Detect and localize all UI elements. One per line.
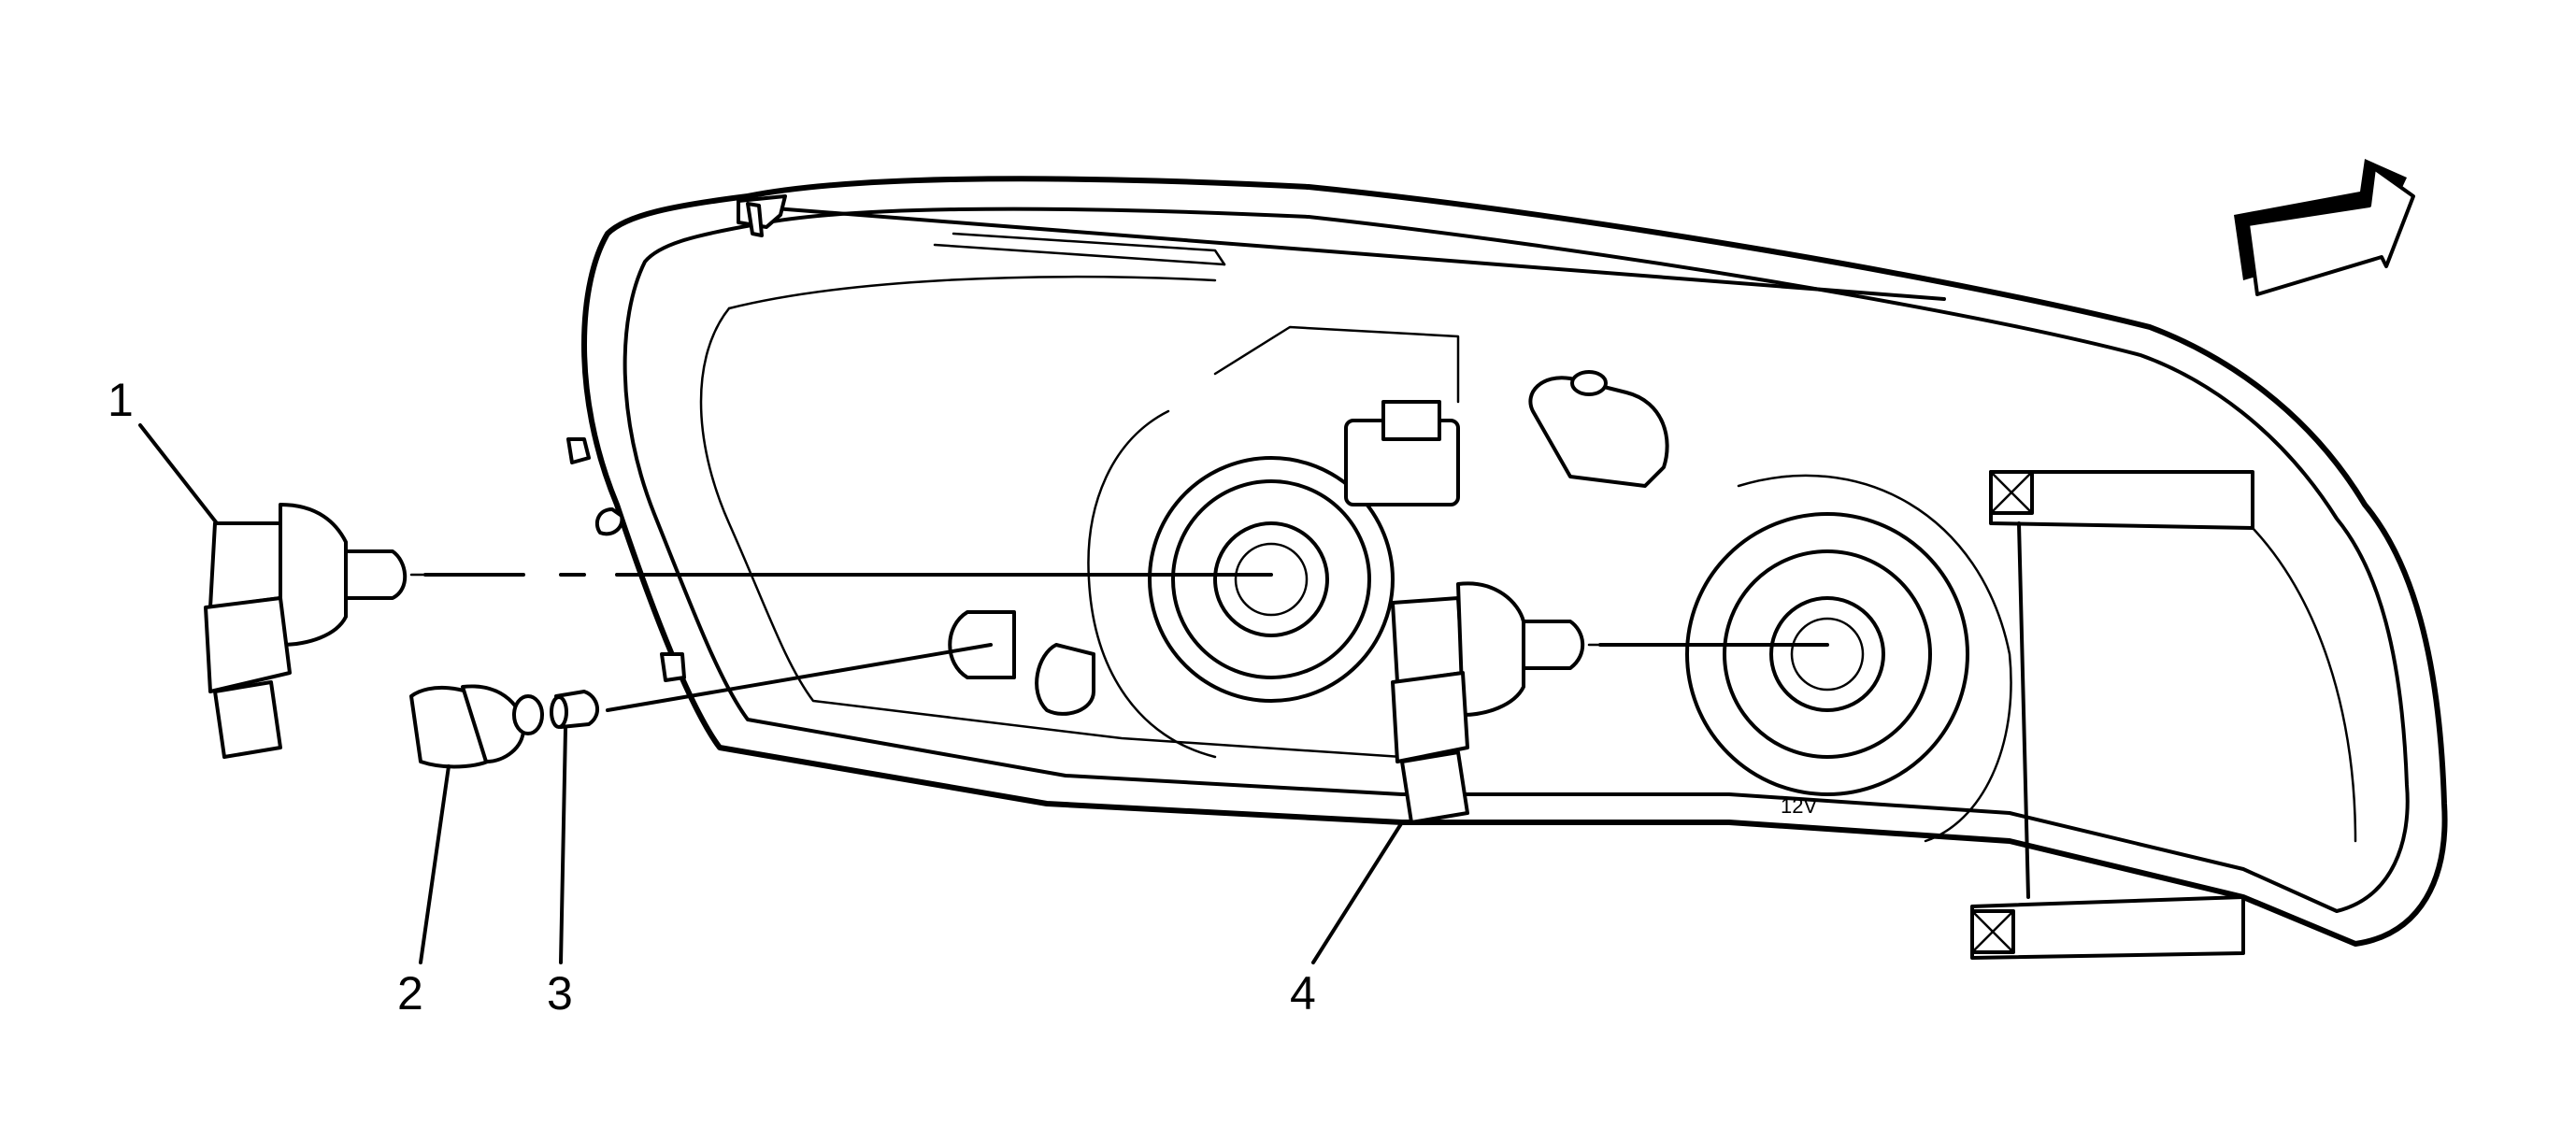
part-2-socket bbox=[409, 684, 544, 769]
callout-4: 4 bbox=[1290, 967, 1316, 1020]
part-3-small-bulb bbox=[550, 690, 599, 729]
headlamp-housing bbox=[566, 176, 2448, 947]
callout-leaders bbox=[138, 423, 1404, 964]
low-beam-reflector bbox=[1087, 325, 1460, 759]
part-4-bulb bbox=[1391, 581, 1602, 824]
direction-arrow-icon bbox=[2234, 159, 2415, 296]
mounting-tabs bbox=[1970, 470, 2357, 960]
alignment-lines bbox=[423, 573, 1829, 712]
part-1-bulb bbox=[204, 503, 427, 759]
embossed-voltage-text: 12V bbox=[1781, 794, 1817, 818]
callout-2: 2 bbox=[397, 967, 423, 1020]
callout-3: 3 bbox=[547, 967, 573, 1020]
callout-1: 1 bbox=[107, 374, 134, 426]
